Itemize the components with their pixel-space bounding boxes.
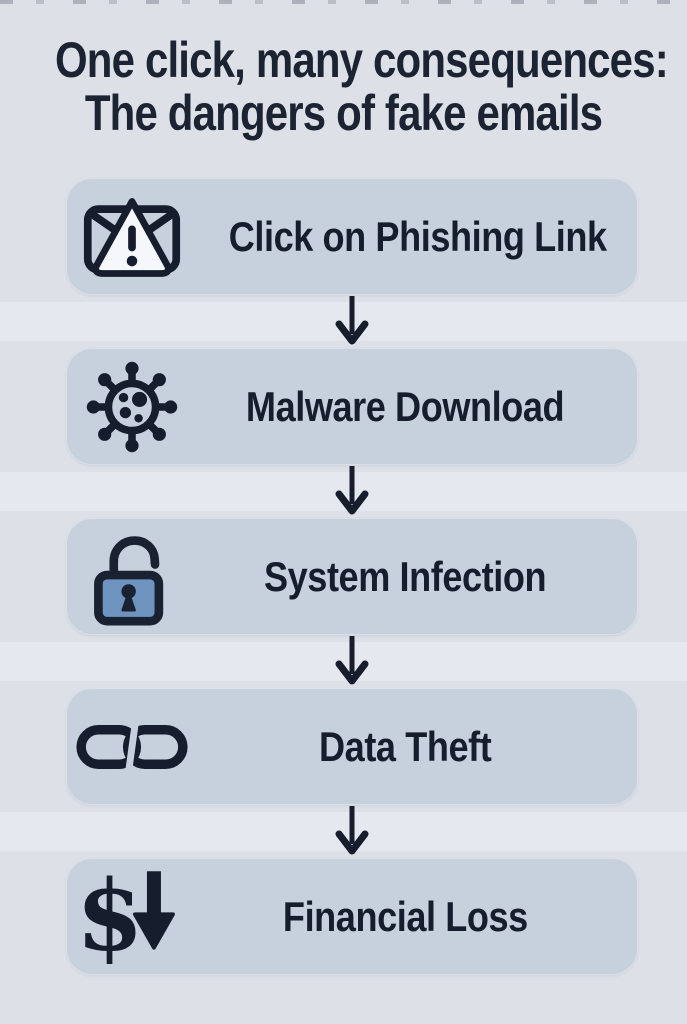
step-label: Data Theft — [318, 722, 492, 770]
page-title-line-1: One click, many consequences: — [54, 32, 669, 88]
down-arrow-icon — [335, 466, 369, 515]
chain-link-icon — [66, 718, 198, 776]
svg-text:$: $ — [76, 865, 144, 969]
phishing-email-alert-icon — [66, 195, 198, 279]
dollar-down-icon: $ — [66, 865, 198, 969]
page-title: One click, many consequences: The danger… — [0, 34, 687, 140]
flow-step-click-on-phishing-link: Click on Phishing Link — [66, 178, 638, 295]
connector-4 — [0, 805, 687, 858]
connector-1 — [0, 295, 687, 348]
flow-step-system-infection: System Infection — [66, 518, 638, 635]
virus-malware-icon — [66, 358, 198, 456]
flow-step-financial-loss: $ Financial Loss — [66, 858, 638, 975]
flow-step-data-theft: Data Theft — [66, 688, 638, 805]
step-label: Financial Loss — [282, 892, 528, 940]
unlocked-padlock-icon — [66, 527, 198, 627]
step-label: Click on Phishing Link — [228, 212, 607, 260]
connector-3 — [0, 635, 687, 688]
down-arrow-icon — [335, 296, 369, 345]
step-label: Malware Download — [245, 382, 565, 430]
flow-stack: Click on Phishing Link — [0, 178, 687, 975]
down-arrow-icon — [335, 636, 369, 685]
torn-top-edge-artifact — [0, 0, 687, 4]
step-label: System Infection — [263, 552, 547, 600]
down-arrow-icon — [335, 806, 369, 855]
flow-step-malware-download: Malware Download — [66, 348, 638, 465]
connector-2 — [0, 465, 687, 518]
page-title-line-2: The dangers of fake emails — [84, 85, 603, 141]
